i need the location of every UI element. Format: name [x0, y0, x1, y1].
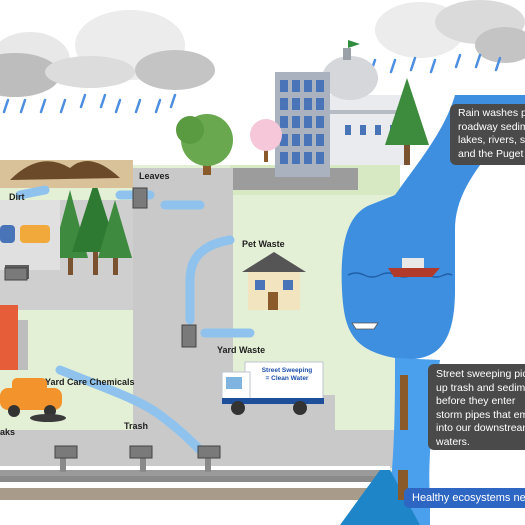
storm-drains — [4, 187, 221, 459]
capitol-building — [275, 40, 405, 177]
label-leaves: Leaves — [139, 171, 170, 181]
dirt-mound — [0, 160, 133, 188]
truck-sign-line2: = Clean Water — [265, 375, 309, 382]
storm-pipes — [0, 446, 390, 488]
label-yard-care-chemicals: Yard Care Chemicals — [45, 377, 135, 387]
rain-clouds-right — [375, 0, 525, 63]
parking-lot — [0, 200, 60, 279]
rain-streaks — [2, 53, 502, 114]
truck-sign: Street Sweeping = Clean Water — [252, 367, 322, 383]
soil-band — [0, 488, 390, 500]
callout-healthy-ecosystems: Healthy ecosystems need — [404, 488, 525, 508]
orange-car — [0, 378, 66, 422]
house — [242, 252, 306, 310]
label-pet-waste: Pet Waste — [242, 239, 285, 249]
callout-street-sweeping: Street sweeping picks up trash and sedim… — [428, 364, 525, 450]
callout-rain-washes: Rain washes p roadway sedim lakes, river… — [450, 104, 525, 165]
wood-pilings — [398, 375, 408, 500]
fishing-boat — [351, 322, 379, 330]
label-dirt: Dirt — [9, 192, 25, 202]
cargo-boat — [388, 258, 440, 277]
brick-building — [0, 305, 28, 370]
tree-leaf — [176, 114, 233, 175]
label-leaks: aks — [0, 427, 16, 437]
tree-evergreen-group — [52, 180, 132, 275]
tree-evergreen-right — [385, 78, 429, 165]
label-yard-waste: Yard Waste — [217, 345, 266, 355]
tree-blossom — [250, 119, 282, 162]
rain-clouds-left — [0, 10, 215, 97]
street-sweeper-truck — [221, 361, 324, 415]
truck-sign-line1: Street Sweeping — [261, 367, 313, 374]
label-trash: Trash — [124, 421, 149, 431]
